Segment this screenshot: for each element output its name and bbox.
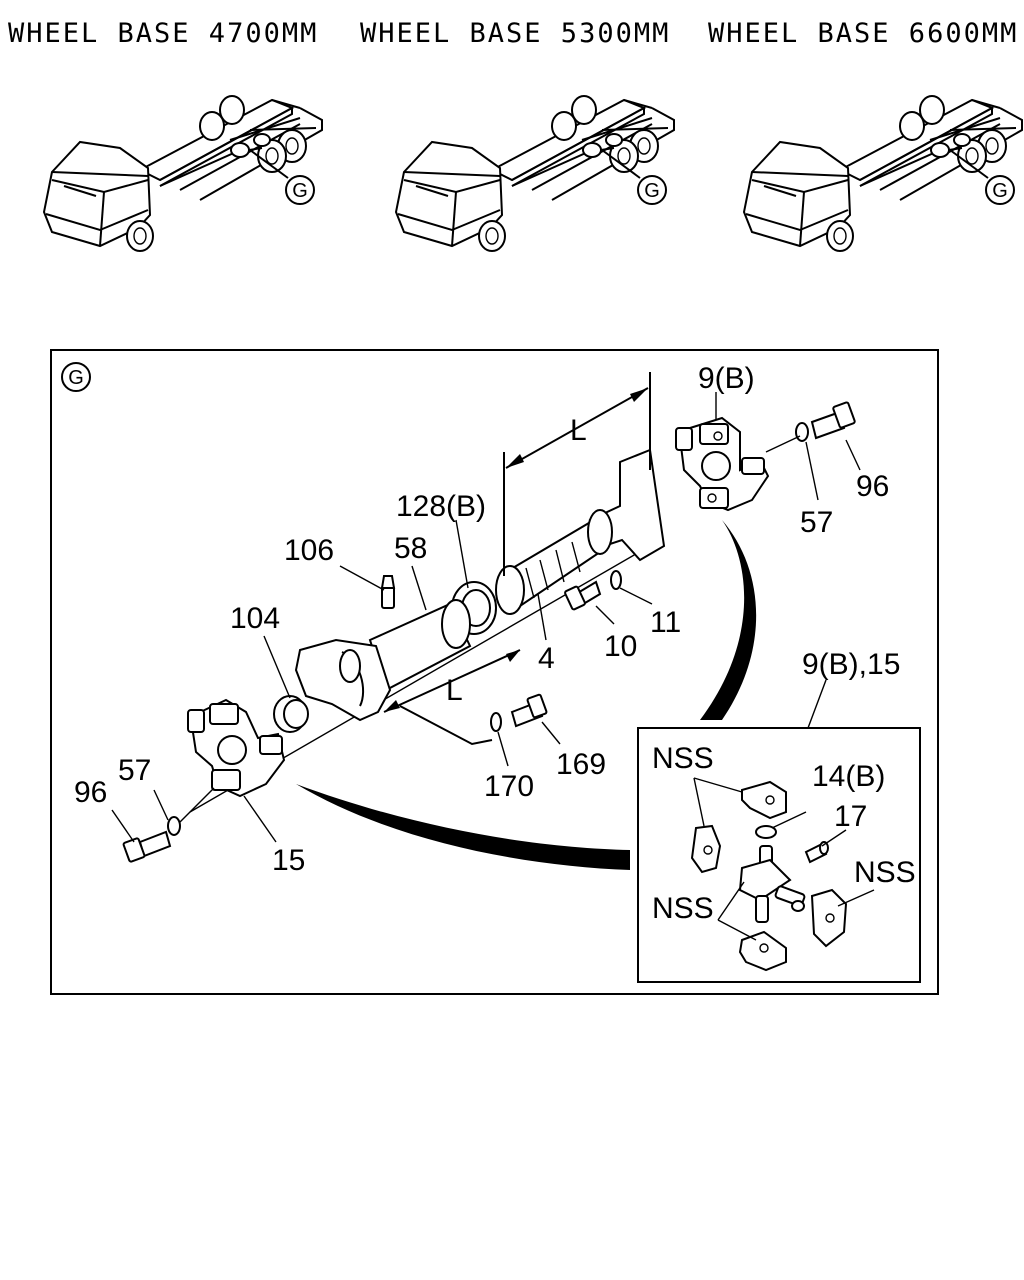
leader-170 bbox=[497, 731, 509, 767]
leader-nss-b bbox=[837, 889, 875, 907]
grease-fitting-106 bbox=[380, 575, 396, 609]
label-58: 58 bbox=[394, 532, 427, 565]
leader-169 bbox=[541, 721, 561, 745]
truck-callout-6600: G bbox=[992, 180, 1008, 202]
label-14b: 14(B) bbox=[812, 760, 885, 793]
dimension-l-bottom bbox=[383, 649, 521, 746]
bolt-10 bbox=[564, 580, 602, 611]
label-nss-a: NSS bbox=[652, 742, 714, 775]
leader-10 bbox=[595, 605, 615, 625]
leader-11 bbox=[619, 587, 653, 605]
swoosh-upper bbox=[700, 520, 757, 720]
sleeve-yoke bbox=[294, 638, 392, 722]
truck-callout-4700: G bbox=[292, 180, 308, 202]
leader-kit bbox=[807, 679, 827, 729]
leader-nss-a-2 bbox=[693, 777, 705, 827]
leader-14b bbox=[771, 811, 807, 829]
label-dim-l-top: L bbox=[570, 414, 587, 447]
detail-box bbox=[50, 349, 939, 995]
label-169: 169 bbox=[556, 748, 606, 781]
label-nss-c: NSS bbox=[652, 892, 714, 925]
label-128b: 128(B) bbox=[396, 490, 486, 523]
leader-104 bbox=[263, 635, 291, 699]
washer-57-right bbox=[795, 422, 809, 442]
inset-grease-fitting-17 bbox=[804, 841, 829, 864]
leader-106 bbox=[339, 565, 385, 591]
leader-57-left bbox=[153, 789, 169, 821]
label-kit: 9(B),15 bbox=[802, 648, 900, 681]
inset-washer-14b bbox=[755, 825, 777, 839]
inset-cross bbox=[738, 845, 806, 923]
swoosh-lower bbox=[296, 784, 630, 870]
bolt-96-right bbox=[810, 401, 856, 440]
inset-cap-left bbox=[690, 824, 722, 874]
inset-cap-bottom bbox=[738, 930, 787, 972]
label-11: 11 bbox=[650, 606, 681, 639]
leader-joint-to-washer bbox=[765, 435, 801, 453]
truck-callout-5300: G bbox=[644, 180, 660, 202]
label-15: 15 bbox=[272, 844, 305, 877]
leader-58 bbox=[411, 565, 427, 611]
splined-shaft-4 bbox=[495, 448, 666, 615]
label-104: 104 bbox=[230, 602, 280, 635]
leader-nss-c-2 bbox=[717, 919, 757, 941]
leader-15 bbox=[243, 795, 277, 843]
leader-17 bbox=[821, 829, 847, 847]
washer-57-left bbox=[167, 816, 181, 836]
label-170: 170 bbox=[484, 770, 534, 803]
label-dim-l-bottom: L bbox=[446, 674, 463, 707]
leader-4 bbox=[537, 593, 547, 641]
label-nss-b: NSS bbox=[854, 856, 916, 889]
leader-washer-to-joint bbox=[179, 787, 215, 823]
inset-cap-top bbox=[741, 780, 787, 820]
leader-96-left bbox=[111, 809, 135, 843]
leader-57-right bbox=[805, 441, 819, 501]
truck-illustration-4700: G bbox=[43, 95, 323, 252]
label-4: 4 bbox=[538, 642, 555, 675]
label-57-left: 57 bbox=[118, 754, 151, 787]
universal-joint-bottom bbox=[187, 698, 286, 798]
label-9b-top: 9(B) bbox=[698, 362, 755, 395]
label-10: 10 bbox=[604, 630, 637, 663]
header-wheel-base-5300: WHEEL BASE 5300MM bbox=[360, 18, 670, 49]
leader-nss-c-1 bbox=[717, 881, 745, 921]
inset-cap-right bbox=[810, 888, 848, 948]
leader-96-right bbox=[845, 439, 861, 471]
detail-callout-label: G bbox=[68, 367, 84, 389]
dimension-l-top bbox=[503, 372, 651, 576]
truck-illustration-6600: G bbox=[743, 95, 1023, 252]
label-106: 106 bbox=[284, 534, 334, 567]
label-17: 17 bbox=[834, 800, 867, 833]
universal-joint-top bbox=[675, 416, 770, 512]
label-96-left: 96 bbox=[74, 776, 107, 809]
bolt-96-left bbox=[122, 830, 172, 863]
washer-170 bbox=[490, 712, 502, 732]
label-96-right: 96 bbox=[856, 470, 889, 503]
detail-callout-circle bbox=[61, 362, 91, 392]
leader-128b bbox=[455, 519, 469, 589]
label-57-right: 57 bbox=[800, 506, 833, 539]
bolt-169 bbox=[510, 693, 548, 728]
header-wheel-base-4700: WHEEL BASE 4700MM bbox=[8, 18, 318, 49]
header-wheel-base-6600: WHEEL BASE 6600MM bbox=[708, 18, 1018, 49]
leader-nss-a-1 bbox=[693, 777, 743, 793]
cap-104 bbox=[273, 695, 309, 733]
washer-11 bbox=[610, 570, 622, 590]
truck-illustration-5300: G bbox=[395, 95, 675, 252]
inset-box bbox=[637, 727, 921, 983]
